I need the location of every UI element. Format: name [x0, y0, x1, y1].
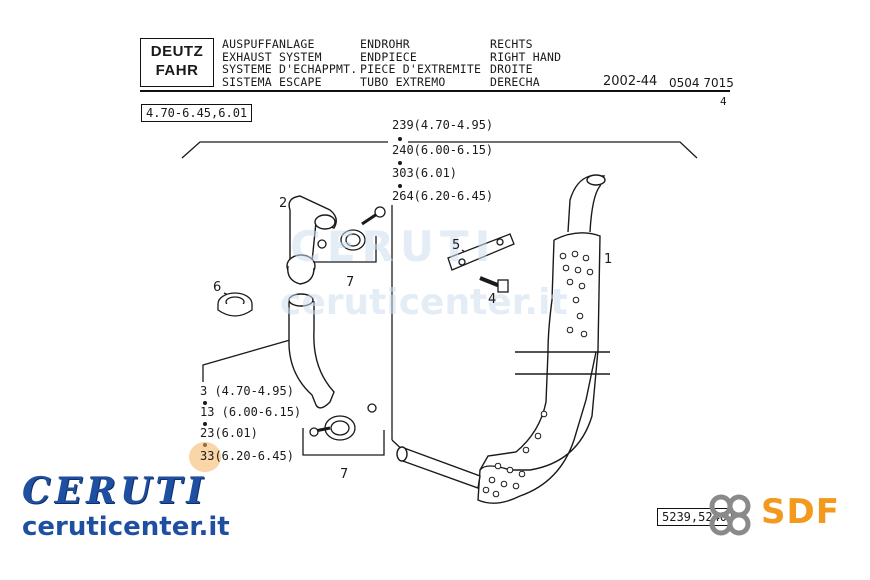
- ring-part-6: [217, 292, 253, 317]
- header-fr-part: PIECE D'EXTREMITE: [360, 62, 482, 76]
- callout-dots: [203, 137, 402, 447]
- part-label-6: 6: [213, 280, 222, 295]
- header-column-3: RECHTS RIGHT HAND DROITE DERECHA: [490, 38, 561, 88]
- deutz-fahr-logo: DEUTZ FAHR: [140, 38, 214, 87]
- top-bracket-right: [408, 141, 698, 159]
- ceruti-brand: CERUTI ceruticenter.it: [22, 472, 230, 542]
- part-label-1: 1: [604, 252, 613, 267]
- logo-line-1: DEUTZ: [150, 43, 204, 60]
- header-en-title: EXHAUST SYSTEM: [222, 49, 322, 64]
- callout-left-3: 23(6.01): [200, 426, 258, 440]
- part-label-5: 5: [452, 238, 461, 253]
- bent-pipe: [288, 293, 335, 409]
- callout-top-3: 303(6.01): [392, 166, 458, 180]
- sdf-emblem-icon: [709, 494, 751, 536]
- muffler-part-1: [477, 174, 610, 504]
- header-es-side: DERECHA: [490, 74, 540, 89]
- header-en-part: ENDPIECE: [360, 49, 417, 64]
- callout-top-4: 264(6.20-6.45): [392, 189, 494, 203]
- header-fr-title: SYSTEME D'ECHAPPMT.: [222, 62, 358, 76]
- header-es-title: SISTEMA ESCAPE: [222, 74, 322, 89]
- header-column-1: AUSPUFFANLAGE EXHAUST SYSTEM SYSTEME D'E…: [222, 38, 357, 88]
- header-es-part: TUBO EXTREMO: [360, 74, 446, 89]
- page-number: 4: [720, 95, 727, 108]
- model-range-box: 4.70-6.45,6.01: [141, 104, 253, 122]
- part-number: 0504 7015: [669, 76, 734, 90]
- bracket-part-5: [447, 233, 515, 271]
- part-label-2: 2: [279, 196, 288, 211]
- logo-line-2: FAHR: [155, 62, 199, 79]
- ceruti-url: ceruticenter.it: [22, 512, 230, 542]
- muffler-holes: [482, 250, 594, 498]
- tail-pipe: [396, 446, 481, 489]
- header-de-part: ENDROHR: [360, 37, 410, 51]
- bracket-7-lower: [302, 428, 385, 456]
- callout-top-2: 240(6.00-6.15): [392, 143, 494, 157]
- highlight-marker: [189, 442, 221, 472]
- callout-top-1: 239(4.70-4.95): [392, 118, 494, 132]
- part-label-4: 4: [488, 292, 497, 307]
- callout-left-4: 33(6.20-6.45): [200, 449, 294, 463]
- clamp-upper: [317, 206, 386, 251]
- header-column-2: ENDROHR ENDPIECE PIECE D'EXTREMITE TUBO …: [360, 38, 481, 88]
- callout-left-2: 13 (6.00-6.15): [200, 405, 302, 419]
- elbow-pipe-part-2: [286, 195, 337, 285]
- clamp-lower: [309, 403, 377, 441]
- top-bracket-left: [181, 141, 388, 159]
- callout-left-1: 3 (4.70-4.95): [200, 384, 294, 398]
- header-rule: [140, 90, 730, 92]
- sdf-logo-text: SDF: [761, 492, 840, 532]
- ceruti-logo-text: CERUTI: [22, 470, 208, 512]
- watermark-brand: CERUTI: [290, 222, 497, 271]
- header-de-title: AUSPUFFANLAGE: [222, 37, 315, 51]
- watermark-url: ceruticenter.it: [280, 282, 568, 323]
- page-code: 2002-44: [603, 74, 658, 89]
- header-de-side: RECHTS: [490, 37, 533, 51]
- part-label-7-lower: 7: [340, 467, 349, 482]
- part-label-7-upper: 7: [346, 275, 355, 290]
- bolt-part-4: [479, 276, 509, 293]
- header-fr-side: DROITE: [490, 62, 533, 76]
- leader-left: [202, 339, 291, 382]
- header-en-side: RIGHT HAND: [490, 49, 562, 64]
- sdf-logo: SDF: [705, 490, 839, 544]
